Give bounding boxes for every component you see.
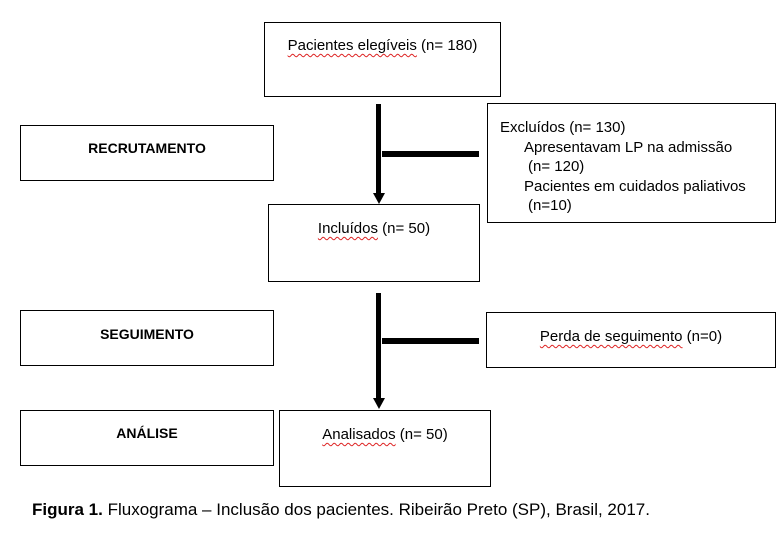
excluded-content: Excluídos (n= 130) Apresentavam LP na ad… — [500, 118, 769, 214]
analyzed-term: Analisados — [322, 426, 396, 443]
followup-loss-count: (n=0) — [682, 328, 723, 345]
figure-caption-label: Figura 1. — [32, 500, 103, 519]
included-term: Incluídos — [317, 220, 378, 237]
stage-analise-label: ANÁLISE — [116, 425, 178, 441]
included-box: Incluídos (n= 50) — [268, 204, 480, 282]
excluded-item-2-count: (n=10) — [528, 197, 572, 214]
followup-loss-box: Perda de seguimento (n=0) — [486, 312, 776, 368]
analyzed-box: Analisados (n= 50) — [279, 410, 491, 487]
eligible-patients-count: (n= 180) — [416, 37, 478, 54]
figure-caption-text: Fluxograma – Inclusão dos pacientes. Rib… — [102, 500, 650, 519]
stage-seguimento-box: SEGUIMENTO — [20, 310, 274, 366]
followup-loss-label: Perda de seguimento (n=0) — [487, 328, 775, 345]
excluded-item-2: Pacientes em cuidados paliativos — [500, 177, 769, 197]
stage-seguimento-label: SEGUIMENTO — [100, 326, 194, 342]
eligible-patients-box: Pacientes elegíveis (n= 180) — [264, 22, 501, 97]
stage-recrutamento-label: RECRUTAMENTO — [88, 140, 206, 156]
excluded-item-1-count: (n= 120) — [528, 158, 585, 175]
excluded-item-2-text: Pacientes em cuidados paliativos — [524, 177, 746, 195]
excluded-box: Excluídos (n= 130) Apresentavam LP na ad… — [487, 103, 776, 223]
figure-caption: Figura 1. Fluxograma – Inclusão dos paci… — [32, 500, 650, 520]
excluded-item-1: Apresentavam LP na admissão — [500, 138, 769, 158]
connector-included-to-analyzed — [376, 293, 381, 400]
analyzed-label: Analisados (n= 50) — [280, 426, 490, 443]
stage-recrutamento-box: RECRUTAMENTO — [20, 125, 274, 181]
eligible-patients-term: Pacientes elegíveis — [287, 37, 417, 54]
bullet-icon — [500, 177, 524, 197]
connector-to-excluded — [382, 151, 479, 157]
analyzed-count: (n= 50) — [395, 426, 448, 443]
included-label: Incluídos (n= 50) — [269, 220, 479, 237]
excluded-title: Excluídos (n= 130) — [500, 119, 626, 136]
stage-analise-box: ANÁLISE — [20, 410, 274, 466]
followup-loss-term: Perda de seguimento — [539, 328, 683, 345]
arrow-to-included-icon — [372, 193, 385, 204]
eligible-patients-label: Pacientes elegíveis (n= 180) — [265, 37, 500, 54]
bullet-icon — [500, 138, 524, 158]
arrow-to-analyzed-icon — [372, 398, 385, 409]
excluded-item-1-text: Apresentavam LP na admissão — [524, 138, 733, 156]
connector-to-followup-loss — [382, 338, 479, 344]
connector-eligible-to-included — [376, 104, 381, 195]
included-count: (n= 50) — [377, 220, 431, 237]
